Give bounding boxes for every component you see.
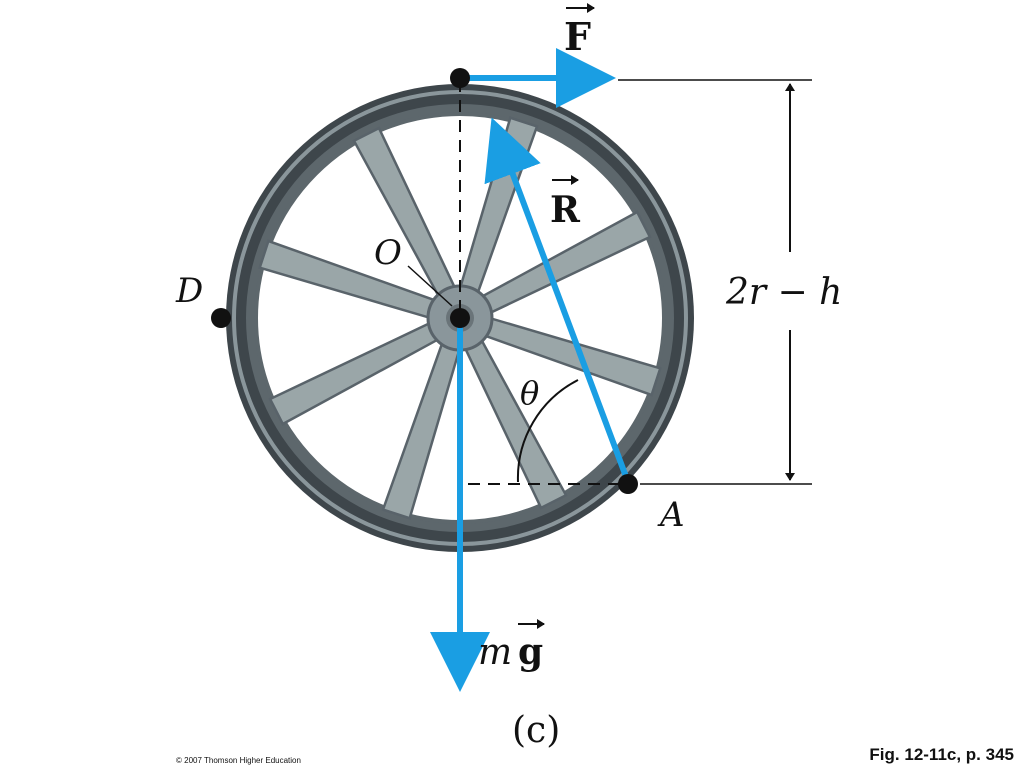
center-leader-line [407,265,453,307]
angle-theta-label: θ [520,374,539,412]
label-r: R [550,175,581,231]
reaction-r-vector [484,117,631,484]
reaction-r-label: R [550,189,581,231]
point-a-label: A [657,495,685,535]
point-d [211,308,231,328]
height-dimension-label: 2r − h [725,272,842,313]
point-top [450,68,470,88]
point-o [450,308,470,328]
angle-arc [516,379,579,483]
point-d-label: D [175,271,203,311]
force-f-label: F [564,14,591,59]
figure-caption: Fig. 12-11c, p. 345 [869,745,1014,764]
point-a [618,474,638,494]
center-o-label: O [374,233,402,273]
label-f: F [564,3,595,59]
panel-label: (c) [512,710,560,751]
label-mg: m g [478,619,545,673]
gravity-g-label: g [518,631,543,673]
gravity-m-label: m [478,632,512,673]
wheel-spokes [258,116,662,520]
copyright-notice: © 2007 Thomson Higher Education [176,756,301,765]
